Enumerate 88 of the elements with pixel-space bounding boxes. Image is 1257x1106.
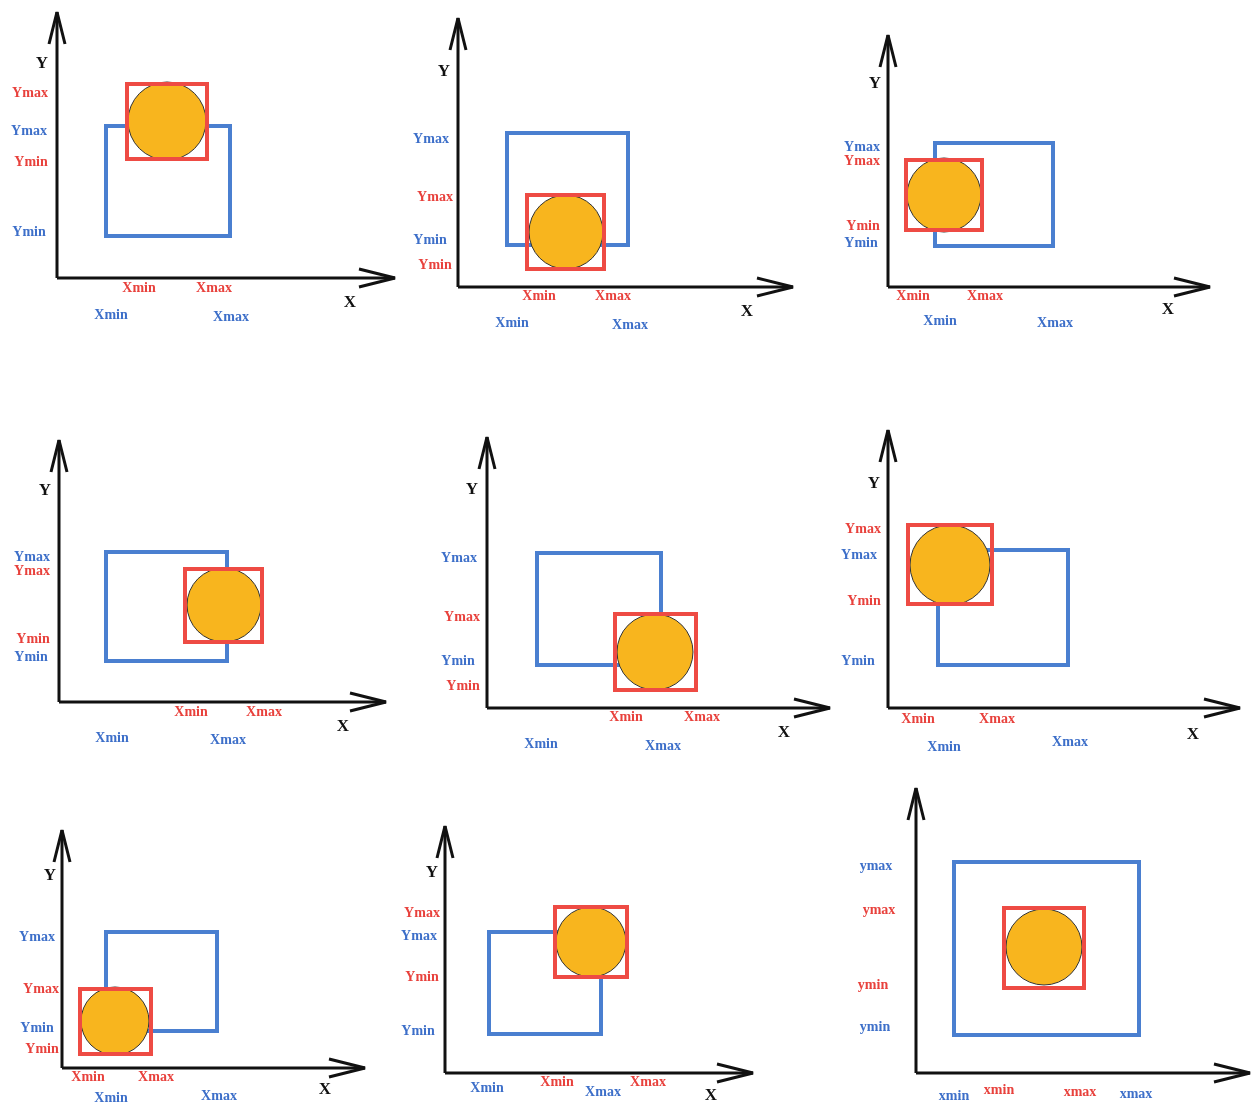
coordinate-label: Ymin [844,236,878,250]
coordinate-label: Xmax [138,1070,174,1084]
coordinate-label: ymin [859,1020,891,1034]
coordinate-label: Ymin [413,233,447,247]
coordinate-label: Xmax [213,310,249,324]
coordinate-label: Xmin [609,710,643,724]
coordinate-label: Ymax [413,132,449,146]
coordinate-label: Ymin [847,594,881,608]
coordinate-label: Ymin [12,225,46,239]
coordinate-label: Ymax [23,982,59,996]
coordinate-label: Xmax [585,1085,621,1099]
coordinate-label: Ymax [844,140,880,154]
coordinate-label: Xmax [1052,735,1088,749]
coordinate-label: ymax [859,859,893,873]
coordinate-label: xmax [1063,1085,1097,1099]
coordinate-label: Ymin [841,654,875,668]
coordinate-label: xmin [938,1089,970,1103]
axis-label: X [704,1085,718,1103]
coordinate-label: Xmin [95,731,129,745]
coordinate-label: ymin [857,978,889,992]
coordinate-label: xmax [1119,1087,1153,1101]
coordinate-label: Ymax [441,551,477,565]
coordinate-label: Ymax [401,929,437,943]
coordinate-label: Xmin [896,289,930,303]
coordinate-label: Xmin [522,289,556,303]
coordinate-label: Ymin [14,650,48,664]
coordinate-label: Xmin [540,1075,574,1089]
coordinate-label: Ymin [846,219,880,233]
coordinate-label: Ymax [841,548,877,562]
coordinate-label: Xmin [174,705,208,719]
coordinate-label: Xmin [927,740,961,754]
axis-label: Y [425,862,439,880]
coordinate-label: ymax [862,903,896,917]
coordinate-label: Xmin [94,1091,128,1105]
coordinate-label: Xmax [210,733,246,747]
coordinate-label: Ymin [401,1024,435,1038]
coordinate-label: Xmax [595,289,631,303]
coordinate-label: Ymax [14,550,50,564]
axis-label: X [1186,724,1200,742]
coordinate-label: Xmax [246,705,282,719]
coordinate-label: Xmax [196,281,232,295]
axis-label: X [740,301,754,319]
coordinate-label: Xmin [901,712,935,726]
coordinate-label: Xmax [979,712,1015,726]
coordinate-label: Xmin [71,1070,105,1084]
coordinate-label: Ymin [441,654,475,668]
coordinate-label: Ymin [25,1042,59,1056]
axis-label: Y [867,473,881,491]
axis-label: X [777,722,791,740]
coordinate-label: Xmax [1037,316,1073,330]
coordinate-label: Xmin [524,737,558,751]
coordinate-label: Xmax [645,739,681,753]
axis-label: Y [38,480,52,498]
coordinate-label: Ymax [417,190,453,204]
axis-label: Y [437,61,451,79]
axis-label: Y [465,479,479,497]
axis-label: X [1161,299,1175,317]
coordinate-label: Xmax [201,1089,237,1103]
coordinate-label: Ymin [16,632,50,646]
axis-label: X [318,1079,332,1097]
coordinate-label: Ymax [14,564,50,578]
coordinate-label: Ymin [405,970,439,984]
coordinate-label: Ymax [12,86,48,100]
coordinate-label: Ymax [844,154,880,168]
coordinate-label: Xmin [923,314,957,328]
coordinate-label: Ymax [444,610,480,624]
coordinate-label: Xmax [967,289,1003,303]
coordinate-label: Xmin [122,281,156,295]
coordinate-label: Ymin [418,258,452,272]
coordinate-label: Ymax [19,930,55,944]
coordinate-label: Xmax [630,1075,666,1089]
coordinate-label: Ymax [11,124,47,138]
coordinate-label: Xmin [470,1081,504,1095]
coordinate-label: Xmin [495,316,529,330]
axis-label: X [336,716,350,734]
coordinate-label: Ymin [446,679,480,693]
coordinate-label: Xmax [684,710,720,724]
axis-label: X [343,292,357,310]
coordinate-label: Xmin [94,308,128,322]
axis-label: Y [43,865,57,883]
coordinate-label: xmin [983,1083,1015,1097]
axis-label: Y [868,73,882,91]
coordinate-label: Ymax [845,522,881,536]
axis-label: Y [35,53,49,71]
coordinate-label: Ymin [14,155,48,169]
coordinate-label: Xmax [612,318,648,332]
coordinate-label: Ymin [20,1021,54,1035]
coordinate-label: Ymax [404,906,440,920]
